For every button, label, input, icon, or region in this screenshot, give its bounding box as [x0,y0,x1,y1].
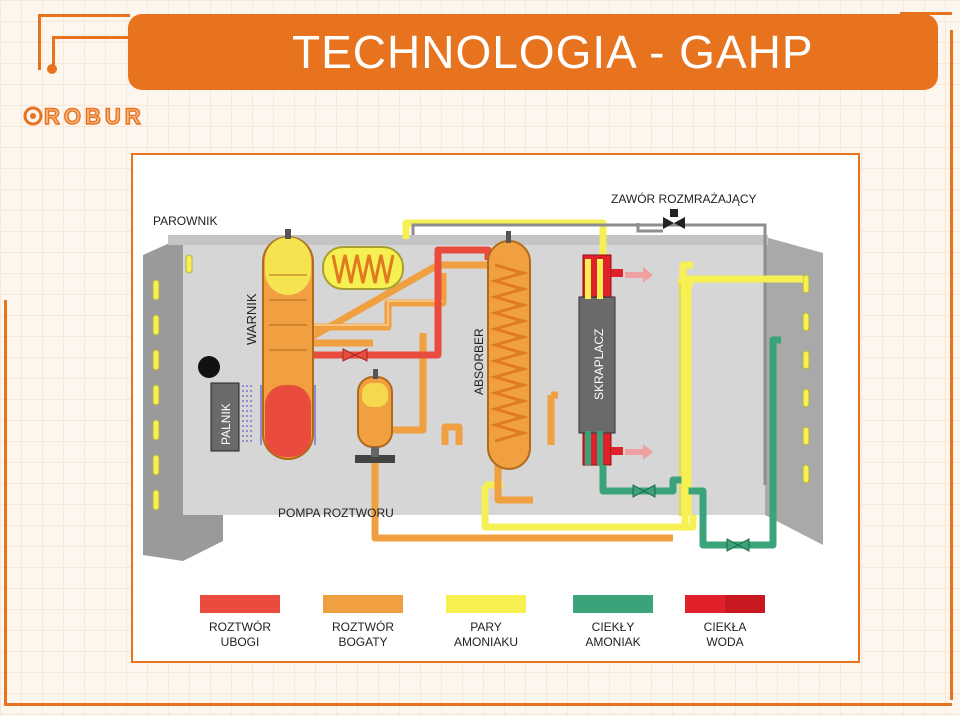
legend-line2: BOGATY [338,635,387,649]
legend-item-water: CIEKŁA WODA [685,595,765,649]
legend-item-vapor: PARY AMONIAKU [446,595,526,649]
pump-label: POMPA ROZTWORU [278,506,394,520]
frame-line-inner-v [52,36,55,70]
robur-logo: ROBUR [22,103,192,133]
burner [198,356,240,452]
condenser [578,254,623,466]
legend-item-ammonia: CIEKŁY AMONIAK [573,595,653,649]
frame-line-bottom [4,703,952,706]
legend-item-rich: ROZTWÓR BOGATY [323,595,403,649]
title-banner [128,14,938,90]
absorber [487,231,531,470]
defrost-valve-label: ZAWÓR ROZMRAŻAJĄCY [611,191,757,206]
generator-label: WARNIK [244,293,259,345]
defrost-valve [663,209,685,229]
water-arrows [625,267,653,460]
rich-solution-pipe-highlight [301,300,443,326]
expansion-valve-green [632,484,750,552]
page-title: TECHNOLOGIA - GAHP [292,26,814,78]
defrost-lines [411,223,767,485]
condenser-label: SKRAPLACZ [592,329,606,400]
frame-line-inner [52,36,130,39]
legend-line1: ROZTWÓR [332,619,394,634]
rectifier-coil [322,246,404,290]
legend-line1: CIEKŁY [592,620,635,634]
legend-swatch [323,595,403,613]
vapor-return-pipe [681,275,803,525]
legend-item-poor: ROZTWÓR UBOGI [200,595,280,649]
burner-label: PALNIK [219,403,233,445]
solution-pump [355,369,395,463]
legend-swatch [200,595,280,613]
right-fins [802,274,810,484]
frame-line-left-low [4,300,7,705]
legend: ROZTWÓR UBOGI ROZTWÓR BOGATY PARY AMONIA… [200,595,765,649]
frame-dot [47,64,57,74]
absorber-label: ABSORBER [472,328,486,395]
frame-line-top [38,14,130,17]
legend-swatch [446,595,526,613]
throttle-valve [342,348,368,362]
legend-line2: WODA [706,635,743,649]
legend-swatch-shade [725,595,765,613]
legend-line1: CIEKŁA [704,620,747,634]
generator-vessel [242,229,316,460]
frame-line-right [950,30,953,700]
frame-line-left [38,14,41,70]
legend-line2: UBOGI [221,635,260,649]
frame-line-right-top [900,12,952,15]
evaporator-fins [152,254,193,511]
legend-line1: PARY [470,620,502,634]
logo-text: ROBUR [44,104,145,128]
legend-line2: AMONIAK [585,635,640,649]
legend-line2: AMONIAKU [454,635,518,649]
evaporator-label: PAROWNIK [153,214,217,228]
gahp-diagram: WARNIK PALNIK ABSORBER [143,191,823,649]
diagram-panel: WARNIK PALNIK ABSORBER [131,153,860,663]
legend-line1: ROZTWÓR [209,619,271,634]
legend-swatch [573,595,653,613]
